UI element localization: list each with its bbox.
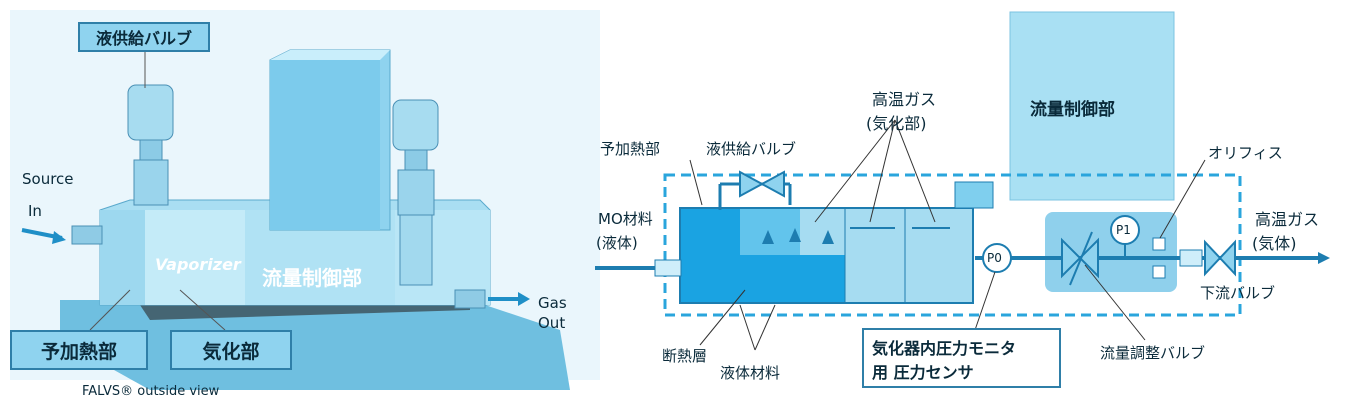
hot-gas-out-sub-label: (気体)	[1252, 234, 1297, 253]
p1-label: P1	[1116, 223, 1131, 237]
insulation-label: 断熱層	[662, 347, 708, 365]
liquid-valve-label: 液供給バルブ	[78, 22, 210, 52]
gas-label: Gas	[538, 294, 567, 312]
orifice-label: オリフィス	[1208, 144, 1283, 162]
p0-label: P0	[987, 251, 1002, 265]
out-label: Out	[538, 314, 566, 332]
liquid-valve-schematic-label: 液供給バルブ	[706, 140, 797, 158]
vaporizer-label: Vaporizer	[155, 255, 241, 274]
preheat-label: 予加熱部	[10, 330, 148, 370]
liquid-material-label: 液体材料	[720, 364, 781, 382]
source-label: Source	[22, 170, 74, 188]
flow-section-label: 流量制御部	[262, 266, 362, 290]
pressure-sensor-label-line2: 用 圧力センサ	[872, 363, 974, 382]
outside-view-caption: FALVS® outside view	[82, 384, 220, 399]
mo-material-label: MO材料	[598, 210, 653, 228]
preheat-schematic-label: 予加熱部	[600, 140, 661, 158]
downstream-valve-label: 下流バルブ	[1200, 284, 1276, 302]
in-label: In	[28, 202, 42, 220]
pressure-sensor-box: 気化器内圧力モニタ 用 圧力センサ	[862, 328, 1061, 388]
flow-adjust-valve-label: 流量調整バルブ	[1100, 344, 1206, 362]
mo-liquid-label: (液体)	[596, 234, 638, 252]
hot-gas-top-sub-label: (気化部)	[866, 114, 927, 133]
hot-gas-out-label: 高温ガス	[1255, 210, 1320, 229]
hot-gas-top-label: 高温ガス	[872, 90, 937, 109]
pressure-sensor-label-line1: 気化器内圧力モニタ	[872, 339, 1017, 358]
flow-control-title: 流量制御部	[1030, 100, 1115, 120]
vaporize-label: 気化部	[170, 330, 292, 370]
